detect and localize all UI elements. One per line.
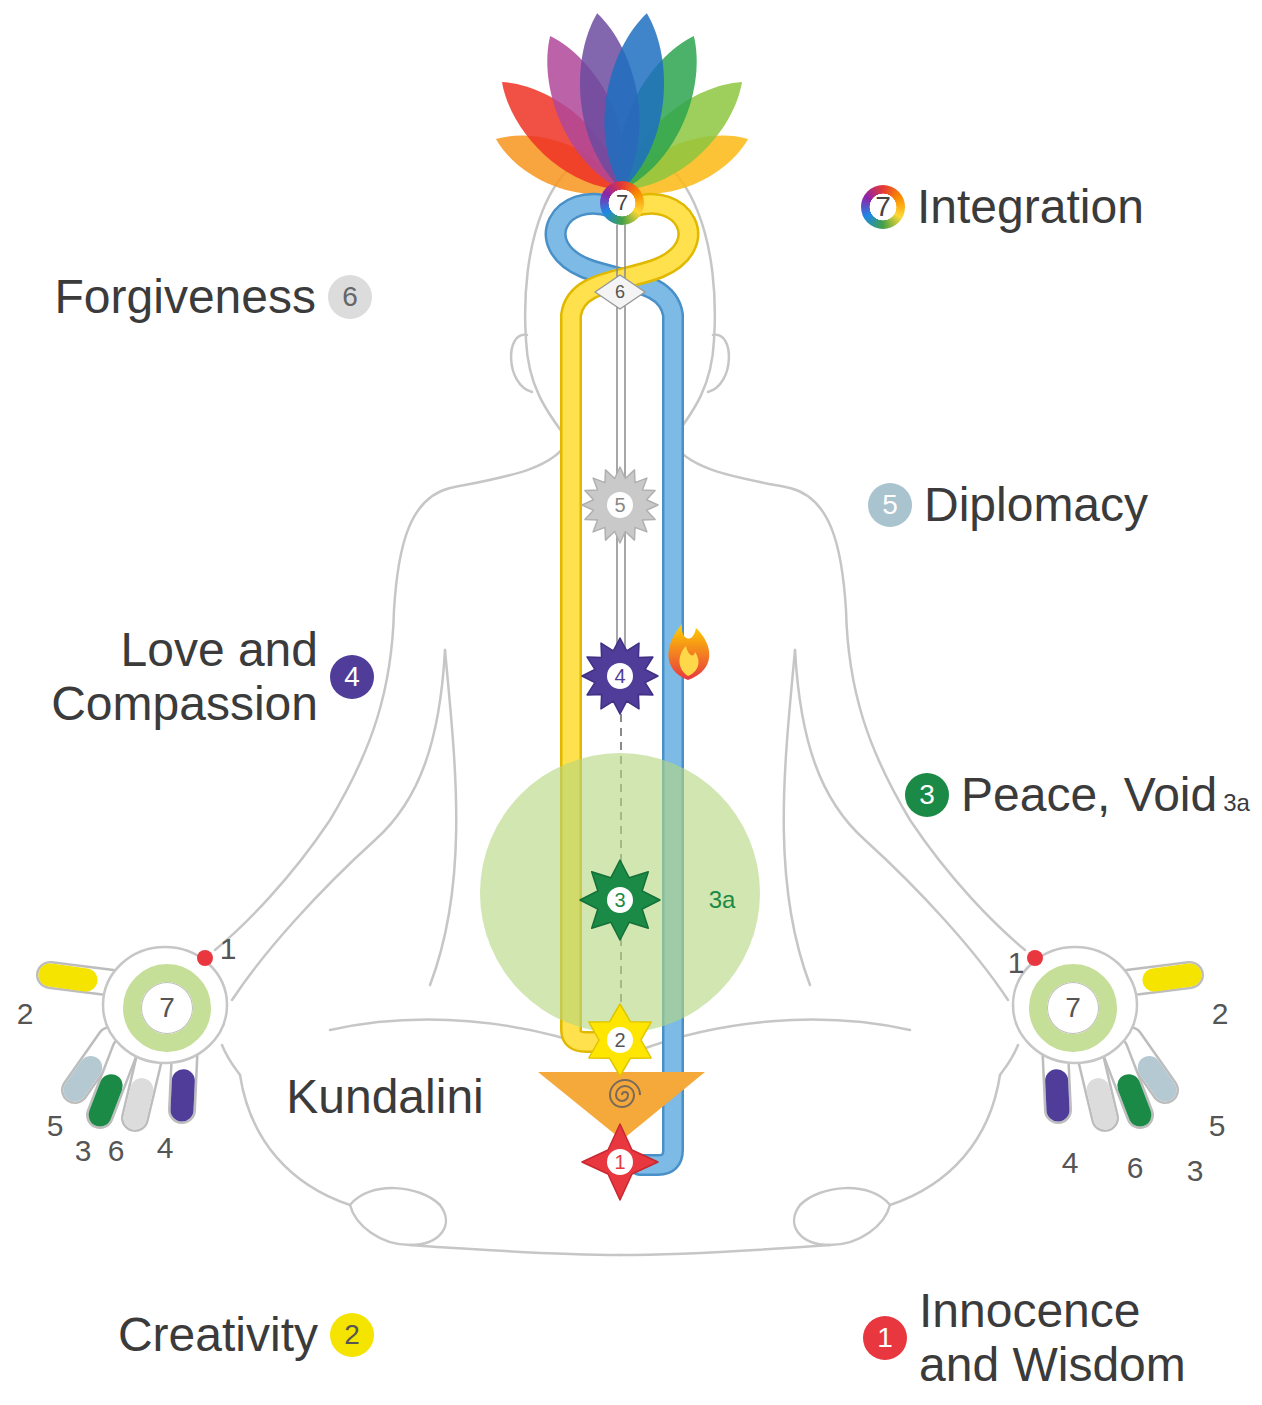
key-number: 2 [330,1313,374,1357]
quality-text: Creativity [118,1308,318,1362]
ear-outline [511,335,532,392]
vishuddhi-star: 5 [580,465,660,545]
mooladhara-star-outline [582,1124,658,1200]
finger-tip [100,1086,111,1115]
forgiveness-key: Forgiveness 6 [55,270,372,324]
finger-number: 6 [1127,1151,1144,1184]
key-number: 1 [863,1316,907,1360]
finger [135,1055,150,1118]
integration-key: 7 Integration [861,180,1144,234]
chakra-number: 6 [609,281,631,303]
nabhi-star: 3 [578,858,662,942]
quality-text: Innocence and Wisdom [919,1284,1219,1392]
kundalini-label: Kundalini [286,1071,483,1124]
finger-edge [100,1050,125,1115]
chakra-number: 1 [607,1149,633,1175]
kundalini-spiral [610,1080,640,1107]
finger-number: 5 [1209,1109,1226,1142]
knee-outline [222,1045,240,1075]
chakra-number: 2 [607,1027,633,1053]
chakra-number: 5 [607,492,633,518]
chakra-number: 4 [607,663,633,689]
seat-outline [410,1245,620,1255]
palm-number: 7 [159,994,175,1022]
swadisthan-star-outline [589,1004,651,1076]
chakra-number: 3 [607,887,633,913]
lap-outline [330,1020,600,1050]
key-number: 7 [861,185,905,229]
crown-chakra: 7 [600,181,644,225]
innocence-key: 1 Innocence and Wisdom [863,1284,1219,1392]
lotus-petal [594,9,675,194]
finger-tip [182,1081,183,1110]
heart-star-outline [582,638,658,714]
quality-text: Diplomacy [924,478,1148,532]
lotus [485,9,759,210]
sub-label: 3a [1223,789,1250,817]
finger-number: 5 [47,1109,64,1142]
finger-number: 4 [157,1131,174,1164]
void-disc-fill [480,753,760,1033]
thumb-tip [50,975,86,980]
foot-outline [350,1188,446,1245]
swadisthan-star: 2 [582,1002,658,1078]
finger-tip [135,1090,142,1118]
flame [668,624,709,680]
key-number: 5 [868,483,912,527]
flame-outer [668,624,709,680]
finger-number: 2 [1212,997,1229,1030]
finger-number: 6 [108,1134,125,1167]
agnya-diamond: 6 [594,274,646,310]
vishuddhi-star-outline [582,467,658,543]
finger-number: 4 [1062,1146,1079,1179]
heart-star: 4 [580,636,660,716]
palm-ring: 7 [1029,964,1117,1052]
body-half-mirror [620,145,1190,1255]
agnya-diamond-outline [595,275,645,309]
key-number: 3 [905,773,949,817]
creativity-key: Creativity 2 [118,1308,374,1362]
mooladhara-star: 1 [580,1122,660,1202]
finger [100,1050,125,1115]
finger-number: 1 [220,932,237,965]
void-label: 3a [709,887,736,913]
void-disc: 3a 3 [480,753,760,1033]
nabhi-star-outline [580,860,660,940]
finger-number: 2 [17,997,34,1030]
finger-tip [75,1068,91,1091]
palm-outline [103,947,227,1063]
key-number: 6 [328,275,372,319]
palm-number: 7 [1065,994,1081,1022]
diplomacy-key: 5 Diplomacy [868,478,1148,532]
quality-text: Peace, Void [961,768,1217,822]
flame-inner [680,646,699,676]
chakra-number: 7 [616,192,628,214]
torso-outline [430,650,456,985]
quality-text: Integration [917,180,1144,234]
finger-number: 3 [1187,1154,1204,1187]
finger-edge [135,1055,150,1118]
peace-key: 3 Peace, Void3a [905,768,1250,822]
palm-dot [197,950,213,966]
quality-text: Love and Compassion [18,623,318,731]
finger-number: 3 [75,1134,92,1167]
quality-text: Forgiveness [55,270,316,324]
love-key: Love and Compassion 4 [18,623,374,731]
finger-number: 1 [1008,946,1025,979]
key-number: 4 [330,655,374,699]
palm-ring: 7 [123,964,211,1052]
